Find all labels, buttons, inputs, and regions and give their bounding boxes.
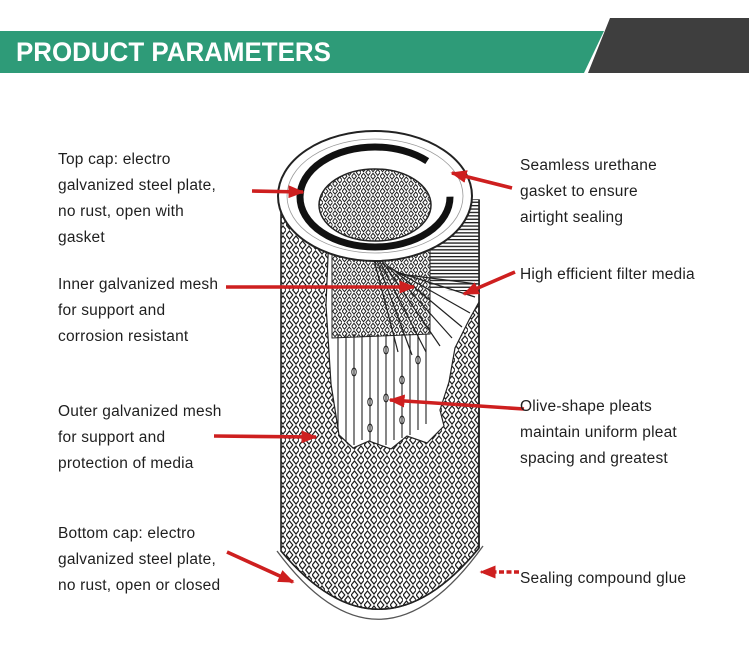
annotation-line: no rust, open or closed: [58, 577, 221, 594]
olive-pleat-beads: [351, 345, 421, 433]
filter-media-stack: [430, 200, 479, 292]
page-title: PRODUCT PARAMETERS: [16, 37, 331, 67]
annotation-line: spacing and greatest: [520, 450, 668, 467]
annotation-line: High efficient filter media: [520, 266, 695, 283]
annotation-line: for support and: [58, 429, 166, 446]
torn-mesh-edge: [325, 207, 480, 450]
annotation-inner-mesh: Inner galvanized mesh for support and co…: [58, 272, 218, 350]
annotation-line: protection of media: [58, 455, 194, 472]
annotation-line: Top cap: electro: [58, 151, 171, 168]
pleat-fan: [371, 251, 478, 356]
annotation-line: corrosion resistant: [58, 328, 189, 345]
annotation-line: gasket: [58, 229, 105, 246]
inner-mesh-band: [331, 204, 431, 339]
arrow-top-cap: [251, 185, 305, 199]
annotation-line: Sealing compound glue: [520, 570, 687, 587]
annotation-line: Olive-shape pleats: [520, 398, 652, 415]
annotation-bottom-cap: Bottom cap: electro galvanized steel pla…: [58, 521, 220, 599]
arrow-outer-mesh: [213, 430, 318, 444]
annotation-line: Bottom cap: electro: [58, 525, 196, 542]
annotation-filter-media: High efficient filter media: [520, 262, 695, 288]
bottom-cap-rim: [276, 545, 484, 620]
annotation-pleats: Olive-shape pleats maintain uniform plea…: [520, 394, 677, 472]
arrow-pleats: [388, 394, 525, 411]
annotation-sealing-glue: Sealing compound glue: [520, 566, 686, 592]
annotation-gasket: Seamless urethane gasket to ensure airti…: [520, 153, 657, 231]
annotation-outer-mesh: Outer galvanized mesh for support and pr…: [58, 399, 222, 477]
annotation-line: gasket to ensure: [520, 183, 638, 200]
header-dark-ribbon: [588, 18, 749, 73]
annotation-line: galvanized steel plate,: [58, 551, 216, 568]
pleat-lines: [337, 334, 427, 446]
arrow-gasket: [450, 170, 513, 190]
header-green-banner: [0, 31, 604, 73]
arrow-filter-media: [462, 270, 516, 296]
annotation-line: maintain uniform pleat: [520, 424, 677, 441]
open-top-inner-mesh: [318, 168, 432, 242]
annotation-line: for support and: [58, 302, 166, 319]
annotation-line: airtight sealing: [520, 209, 624, 226]
arrow-bottom-cap: [226, 550, 295, 584]
annotation-line: Seamless urethane: [520, 157, 657, 174]
cutaway-section: [325, 200, 480, 548]
annotation-line: galvanized steel plate,: [58, 177, 216, 194]
annotation-line: Outer galvanized mesh: [58, 403, 222, 420]
annotation-line: Inner galvanized mesh: [58, 276, 219, 293]
top-cap: [277, 130, 473, 262]
annotation-line: no rust, open with: [58, 203, 184, 220]
outer-mesh-body: [280, 199, 480, 610]
callout-arrows: [213, 170, 525, 584]
urethane-gasket-groove: [296, 143, 454, 251]
annotation-top-cap: Top cap: electro galvanized steel plate,…: [58, 147, 216, 251]
